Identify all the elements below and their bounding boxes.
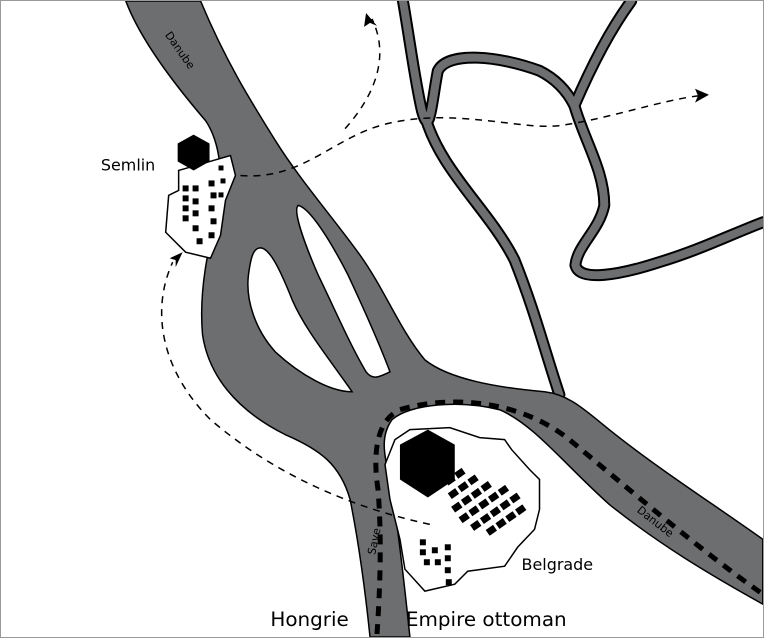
arrow-north-icon bbox=[364, 12, 378, 27]
tributaries bbox=[396, 1, 763, 401]
island-west bbox=[247, 247, 354, 393]
label-save: Save bbox=[365, 527, 383, 556]
belgrade-town bbox=[384, 426, 541, 592]
route-arrows bbox=[169, 12, 709, 268]
island-east bbox=[296, 204, 391, 378]
semlin-fortress-icon bbox=[177, 134, 210, 171]
label-empire-ottoman: Empire ottoman bbox=[406, 608, 567, 631]
arrow-east-icon bbox=[695, 88, 709, 103]
label-hongrie: Hongrie bbox=[270, 608, 348, 631]
label-belgrade: Belgrade bbox=[522, 555, 594, 574]
arrow-semlin-icon bbox=[169, 252, 183, 268]
routes bbox=[160, 18, 700, 526]
danube-river bbox=[125, 1, 763, 637]
belgrade-fortress-icon bbox=[399, 429, 455, 498]
label-semlin: Semlin bbox=[101, 155, 155, 174]
semlin-town bbox=[164, 134, 237, 260]
